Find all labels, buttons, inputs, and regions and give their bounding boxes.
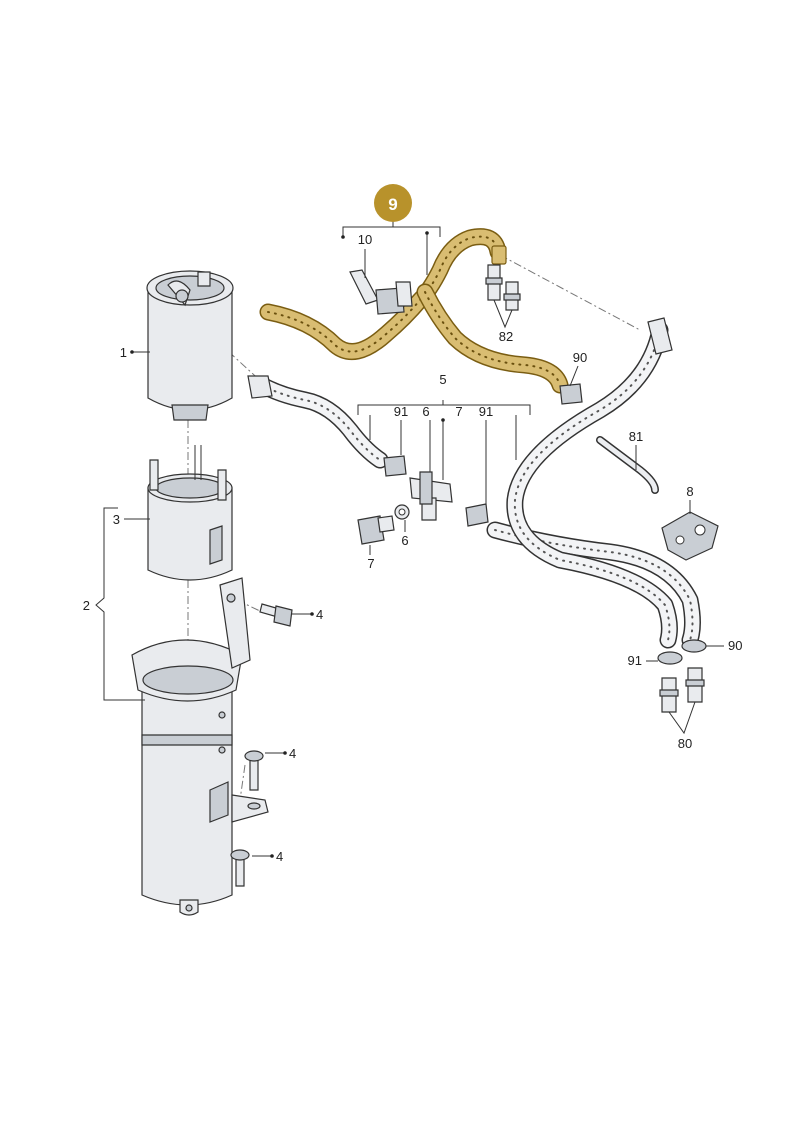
label-part-7-upper: 7 bbox=[455, 404, 462, 419]
hose-clip-10 bbox=[349, 269, 413, 315]
return-hose bbox=[247, 375, 389, 469]
label-part-90-lower: 90 bbox=[728, 638, 742, 653]
screw-4-lower bbox=[230, 849, 250, 887]
screw-4-upper bbox=[259, 603, 293, 627]
label-part-4-middle: 4 bbox=[289, 746, 296, 761]
vent-pipe-81 bbox=[596, 436, 659, 494]
badge-number: 9 bbox=[388, 195, 397, 214]
label-part-8: 8 bbox=[686, 484, 693, 499]
label-part-91-right: 91 bbox=[479, 404, 493, 419]
label-part-6-lower: 6 bbox=[401, 533, 408, 548]
filter-housing-bracket bbox=[131, 577, 269, 916]
label-part-3: 3 bbox=[113, 512, 120, 527]
highlight-badge: 9 bbox=[374, 184, 412, 222]
screw-4-middle bbox=[244, 750, 264, 791]
assembly-guide-lines bbox=[187, 254, 641, 801]
hose-clips-and-connectors-80 bbox=[657, 639, 707, 713]
label-part-1: 1 bbox=[120, 345, 127, 360]
leader-lines bbox=[95, 221, 724, 858]
label-part-4-lower: 4 bbox=[276, 849, 283, 864]
filter-insert-sleeve bbox=[147, 445, 233, 581]
label-part-5: 5 bbox=[439, 372, 446, 387]
label-part-81: 81 bbox=[629, 429, 643, 444]
label-part-82: 82 bbox=[499, 329, 513, 344]
label-part-91-lower: 91 bbox=[628, 653, 642, 668]
hose-holder-8 bbox=[661, 511, 719, 561]
label-part-80: 80 bbox=[678, 736, 692, 751]
supply-return-hose-pair bbox=[486, 317, 701, 649]
label-part-6-upper: 6 bbox=[422, 404, 429, 419]
label-part-4-upper: 4 bbox=[316, 607, 323, 622]
part-labels: 10 1 3 2 4 4 4 5 91 6 7 91 6 7 82 90 81 … bbox=[83, 232, 743, 864]
connector-82 bbox=[485, 264, 521, 311]
label-part-10: 10 bbox=[358, 232, 372, 247]
highlighted-fuel-hose bbox=[259, 228, 569, 394]
fuel-filter-canister bbox=[146, 270, 234, 421]
label-part-2: 2 bbox=[83, 598, 90, 613]
label-part-90-upper: 90 bbox=[573, 350, 587, 365]
label-part-91-left: 91 bbox=[394, 404, 408, 419]
label-part-7-lower: 7 bbox=[367, 556, 374, 571]
t-piece-assembly bbox=[357, 383, 583, 545]
